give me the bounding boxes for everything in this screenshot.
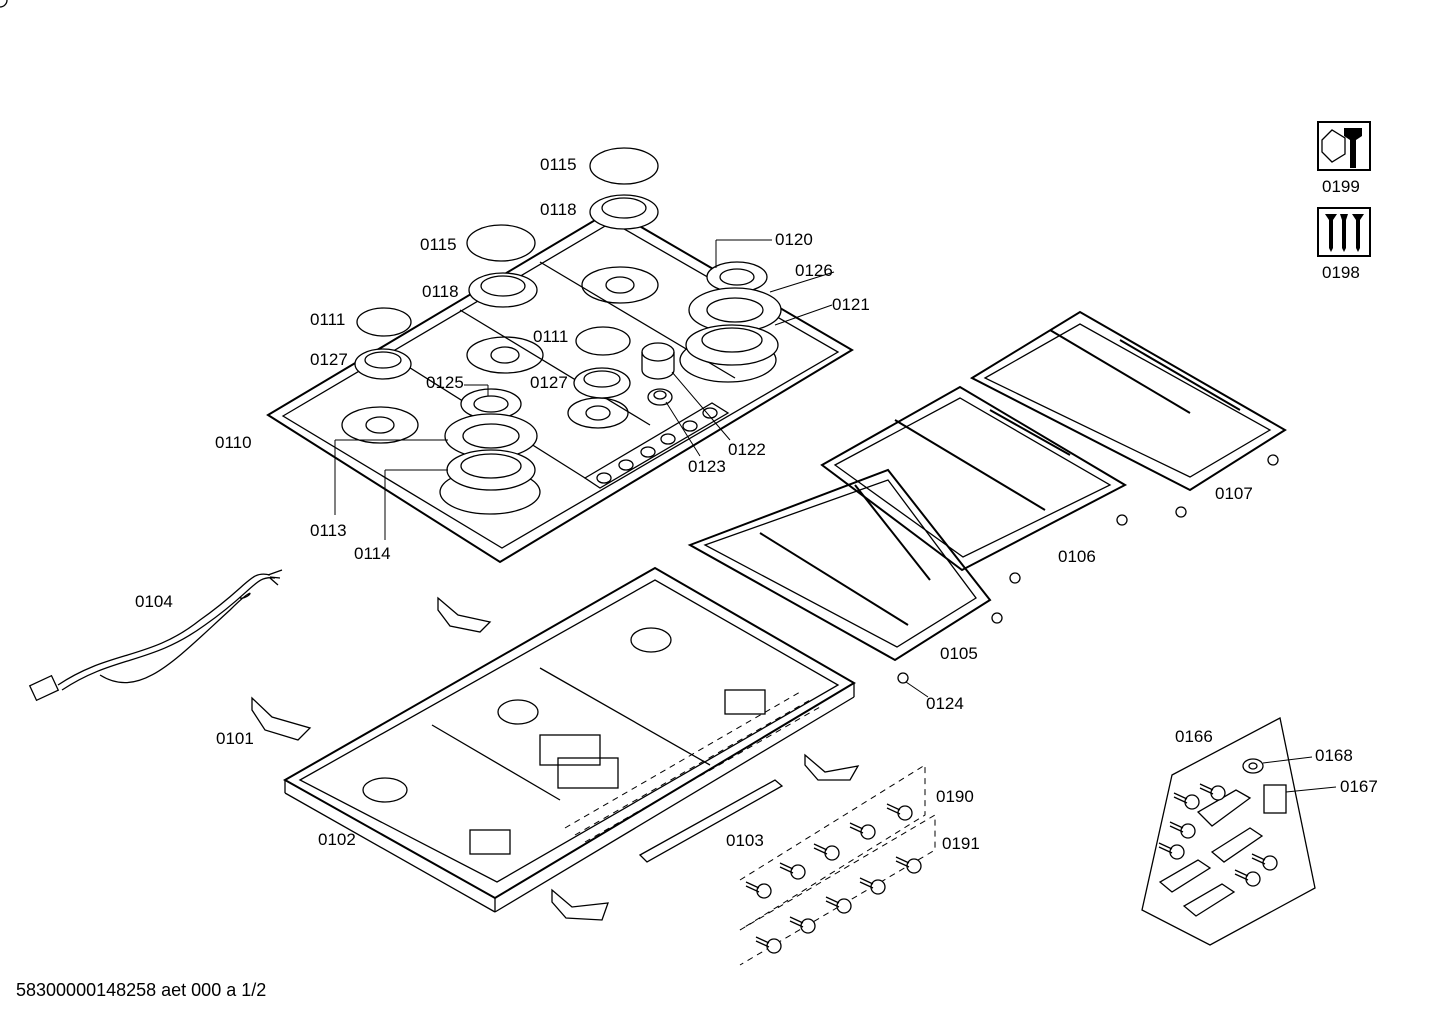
label-0102: 0102 <box>318 830 356 849</box>
label-0121: 0121 <box>832 295 870 314</box>
part-labels: 0115 0118 0115 0118 0120 0126 0121 0111 … <box>135 155 1378 853</box>
label-0190: 0190 <box>936 787 974 806</box>
label-0120: 0120 <box>775 230 813 249</box>
label-0118: 0118 <box>422 282 459 301</box>
screws <box>0 0 936 966</box>
label-0101: 0101 <box>216 729 254 748</box>
label-0125: 0125 <box>426 373 464 392</box>
label-0126: 0126 <box>795 261 833 280</box>
bottom-tray <box>282 566 856 913</box>
label-0122: 0122 <box>728 440 766 459</box>
power-cable <box>28 569 283 702</box>
label-0113: 0113 <box>310 521 347 540</box>
screws-icon <box>1317 207 1371 257</box>
leader-lines <box>334 239 835 540</box>
label-0110: 0110 <box>215 433 252 452</box>
document-id: 58300000148258 aet 000 a 1/2 <box>16 980 267 1000</box>
label-0107: 0107 <box>1215 484 1253 503</box>
brackets <box>251 596 860 921</box>
label-0115: 0115 <box>540 155 577 174</box>
label-0198: 0198 <box>1322 263 1360 282</box>
label-0103: 0103 <box>726 831 764 850</box>
label-0104: 0104 <box>135 592 173 611</box>
pan-supports <box>687 310 1287 698</box>
label-0114: 0114 <box>354 544 391 563</box>
label-0111: 0111 <box>533 327 568 346</box>
label-0127: 0127 <box>530 373 568 392</box>
label-0166: 0166 <box>1175 727 1213 746</box>
label-0123: 0123 <box>688 457 726 476</box>
label-0127: 0127 <box>310 350 348 369</box>
label-0118: 0118 <box>540 200 577 219</box>
wrench-hex-icon <box>1317 121 1371 171</box>
label-0168: 0168 <box>1315 746 1353 765</box>
label-0124: 0124 <box>926 694 964 713</box>
conversion-kit <box>1141 717 1337 946</box>
label-0105: 0105 <box>940 644 978 663</box>
burner-parts <box>354 147 782 491</box>
seal-strip <box>638 779 784 863</box>
label-0111: 0111 <box>310 310 345 329</box>
label-0106: 0106 <box>1058 547 1096 566</box>
label-0199: 0199 <box>1322 177 1360 196</box>
label-0167: 0167 <box>1340 777 1378 796</box>
label-0191: 0191 <box>942 834 980 853</box>
label-0115: 0115 <box>420 235 457 254</box>
